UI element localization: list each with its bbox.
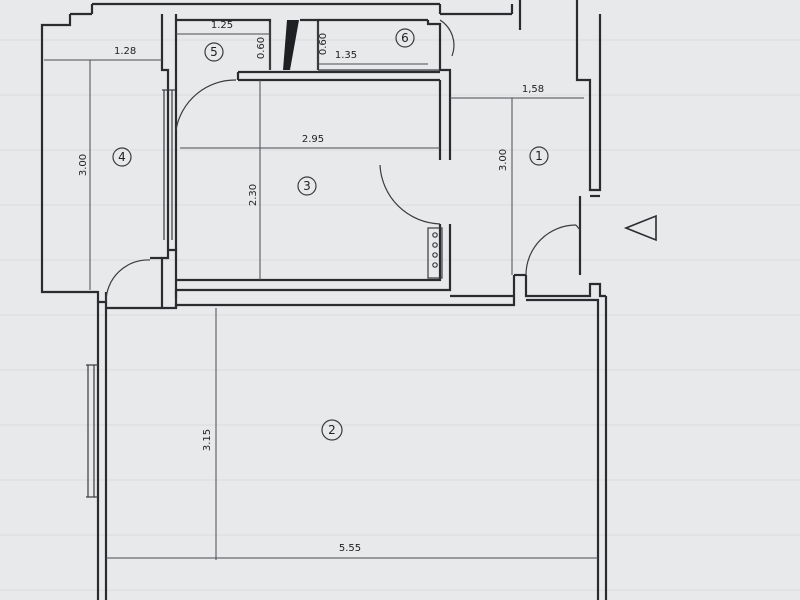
- dim-room5-width: 1.25: [211, 20, 233, 31]
- dimension-lines: [44, 22, 598, 560]
- svg-text:2: 2: [328, 423, 336, 437]
- dim-room3-height: 2.30: [248, 184, 259, 206]
- dim-room4-height: 3.00: [78, 154, 89, 176]
- door-room6: [439, 19, 455, 57]
- room-labels: 1 2 3 4 5 6: [112, 28, 549, 441]
- room-1-label: 1: [529, 146, 549, 166]
- dim-room2-width: 5.55: [339, 543, 361, 554]
- door-room5: [175, 79, 237, 131]
- dim-room1-width: 1,58: [522, 84, 544, 95]
- door-entrance: [525, 224, 577, 276]
- door-room3: [379, 164, 441, 225]
- triangle-arrow-icon: [623, 214, 657, 242]
- dim-room1-height: 3.00: [498, 149, 509, 171]
- room-5-label: 5: [204, 42, 224, 62]
- top-wall: [70, 0, 579, 16]
- door-room4: [105, 259, 151, 303]
- svg-text:4: 4: [118, 150, 126, 164]
- duct-shaft: [283, 20, 299, 70]
- dim-room6-depth: 0.60: [318, 33, 329, 55]
- room-2-label: 2: [321, 419, 343, 441]
- room-3-label: 3: [297, 176, 317, 196]
- room-4-walls: [40, 14, 178, 310]
- svg-text:6: 6: [401, 31, 409, 45]
- dim-room5-depth: 0.60: [256, 37, 267, 59]
- room-1-walls: [450, 14, 606, 298]
- svg-text:1: 1: [535, 149, 543, 163]
- svg-text:5: 5: [210, 45, 218, 59]
- room-6-label: 6: [395, 28, 415, 48]
- room-4-label: 4: [112, 147, 132, 167]
- dim-room3-width: 2.95: [302, 134, 324, 145]
- room-2-walls: [86, 296, 608, 600]
- dimension-labels: 1.28 3.00 1.25 0.60 0.60 1.35 1,58 3.00 …: [78, 20, 544, 554]
- door-swings: [105, 19, 581, 303]
- bathroom-walls: [174, 14, 452, 250]
- dim-room6-width: 1.35: [335, 50, 357, 61]
- paper-background-lines: [0, 39, 800, 591]
- dim-room2-height: 3.15: [202, 429, 213, 451]
- svg-text:3: 3: [303, 179, 311, 193]
- room-3-walls: [174, 80, 452, 298]
- dim-room4-width: 1.28: [114, 46, 136, 57]
